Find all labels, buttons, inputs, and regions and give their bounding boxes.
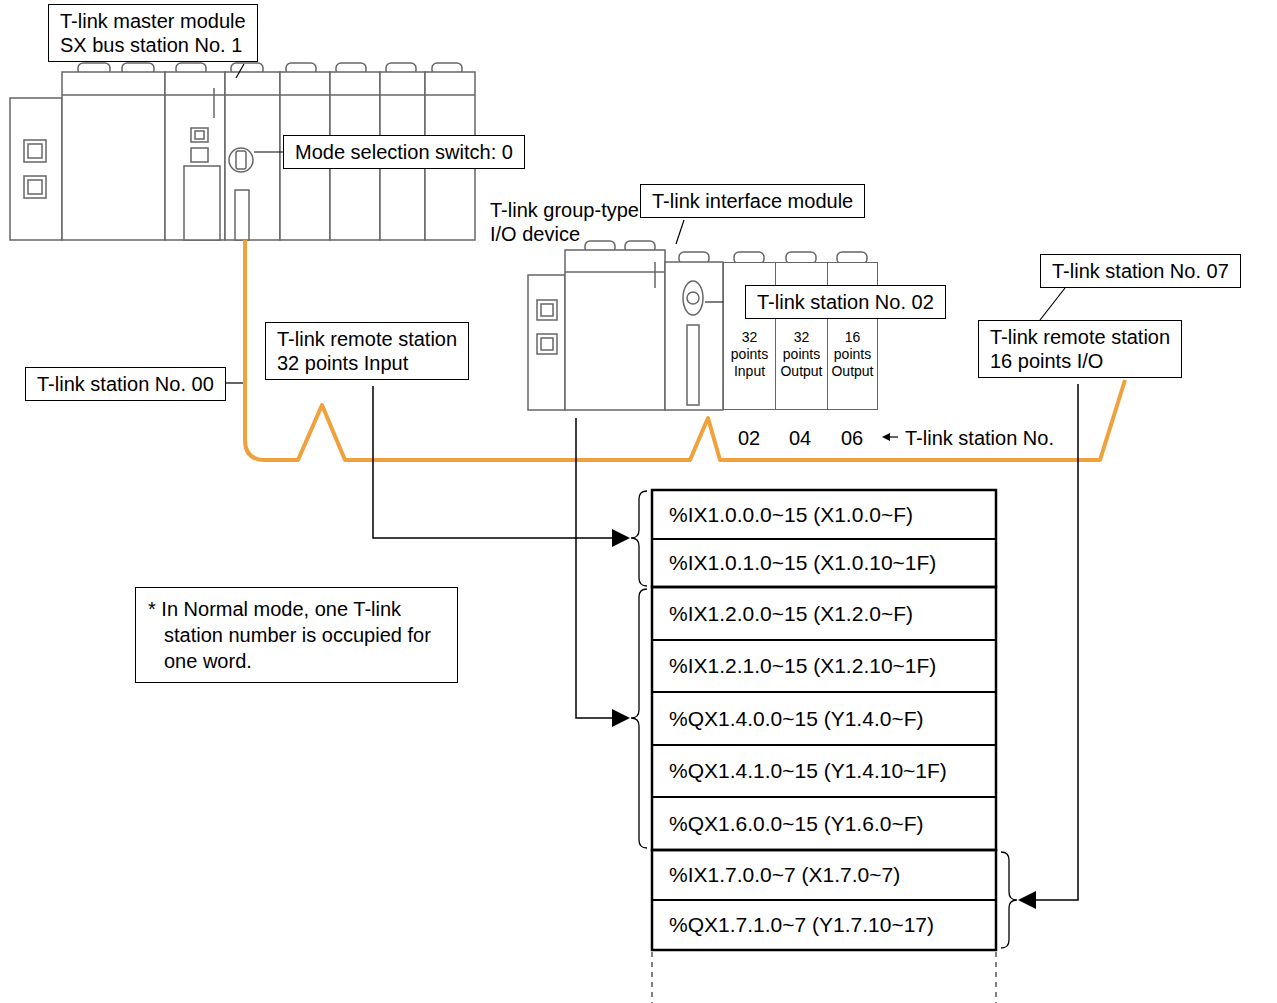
node-text: T-link station No. 02 <box>757 290 934 314</box>
node-text: %IX1.2.1.0~15 (X1.2.10~1F) <box>669 654 936 678</box>
node-text: %IX1.0.1.0~15 (X1.0.10~1F) <box>669 551 936 575</box>
node-text: T-link station No. 07 <box>1052 259 1229 283</box>
device-label: T-link group-type I/O device <box>490 198 662 246</box>
table-cell: %QX1.6.0.0~15 (Y1.6.0~F) <box>652 797 996 850</box>
callout-box: T-link interface module <box>640 184 865 218</box>
pointer-arrow <box>882 433 898 441</box>
note-box: * In Normal mode, one T-link station num… <box>135 587 458 683</box>
continuation-lines <box>652 952 996 1003</box>
station-number: 06 <box>841 426 863 450</box>
node-text: %IX1.2.0.0~15 (X1.2.0~F) <box>669 602 913 626</box>
node-text: * In Normal mode, one T-link station num… <box>164 596 447 674</box>
node-text: 32 points Input <box>277 351 457 375</box>
node-text: 32 points Input <box>724 329 775 379</box>
group-io-device <box>528 241 867 410</box>
node-text: %QX1.7.1.0~7 (Y1.7.10~17) <box>669 913 934 937</box>
table-cell: %IX1.2.1.0~15 (X1.2.10~1F) <box>652 640 996 692</box>
node-text: 16 points Output <box>828 329 877 379</box>
node-text: %QX1.4.1.0~15 (Y1.4.10~1F) <box>669 759 947 783</box>
node-text: %IX1.7.0.0~7 (X1.7.0~7) <box>669 863 900 887</box>
callout-box: T-link master moduleSX bus station No. 1 <box>48 4 258 62</box>
node-text: T-link interface module <box>652 189 853 213</box>
node-text: 16 points I/O <box>990 349 1170 373</box>
leader-connector <box>1040 288 1065 320</box>
node-text: %IX1.0.0.0~15 (X1.0.0~F) <box>669 503 913 527</box>
table-cell: %QX1.4.1.0~15 (Y1.4.10~1F) <box>652 745 996 797</box>
table-cell: %QX1.7.1.0~7 (Y1.7.10~17) <box>652 900 996 950</box>
node-text: SX bus station No. 1 <box>60 33 246 57</box>
callout-box: T-link remote station32 points Input <box>265 322 469 380</box>
node-text: Mode selection switch: 0 <box>295 140 513 164</box>
table-cell: %IX1.7.0.0~7 (X1.7.0~7) <box>652 850 996 900</box>
node-text: T-link remote station <box>990 325 1170 349</box>
callout-box: T-link station No. 07 <box>1040 254 1241 288</box>
node-text: T-link master module <box>60 9 246 33</box>
braces <box>631 491 1017 948</box>
node-text: 32 points Output <box>776 329 827 379</box>
callout-box: T-link station No. 02 <box>745 285 946 319</box>
station-number: 04 <box>789 426 811 450</box>
axis-label: T-link station No. <box>905 426 1054 450</box>
table-groups <box>652 490 996 950</box>
node-text: T-link station No. 00 <box>37 372 214 396</box>
table-cell: %QX1.4.0.0~15 (Y1.4.0~F) <box>652 692 996 745</box>
callout-box: T-link remote station16 points I/O <box>978 320 1182 378</box>
table-cell: %IX1.0.0.0~15 (X1.0.0~F) <box>652 490 996 539</box>
table-cell: %IX1.0.1.0~15 (X1.0.10~1F) <box>652 539 996 587</box>
mapping-arrows <box>373 384 1078 909</box>
callout-box: Mode selection switch: 0 <box>283 135 525 169</box>
leader-lines <box>215 64 750 383</box>
node-text: %QX1.6.0.0~15 (Y1.6.0~F) <box>669 812 923 836</box>
station-number: 02 <box>738 426 760 450</box>
table-cell: %IX1.2.0.0~15 (X1.2.0~F) <box>652 587 996 640</box>
node-text: T-link remote station <box>277 327 457 351</box>
node-text: %QX1.4.0.0~15 (Y1.4.0~F) <box>669 707 923 731</box>
callout-box: T-link station No. 00 <box>25 367 226 401</box>
